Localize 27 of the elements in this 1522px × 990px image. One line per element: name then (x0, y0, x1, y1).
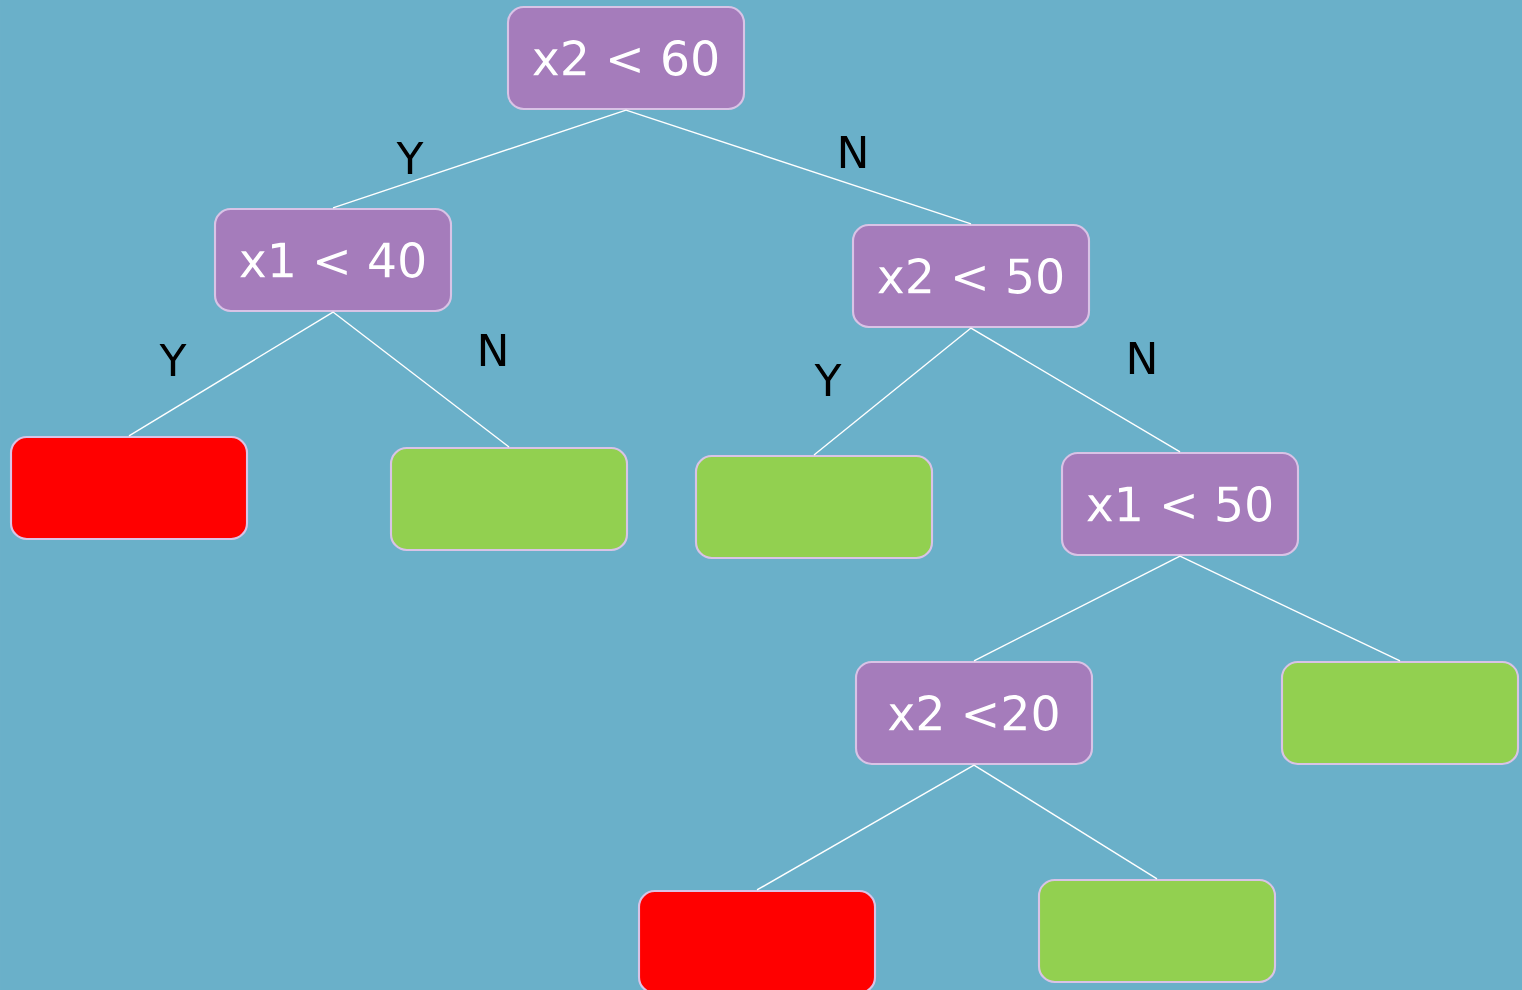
leaf-box (9, 435, 249, 541)
edge-label: N (1129, 342, 1155, 374)
edge-label: Y (159, 344, 187, 376)
connector-line (756, 764, 975, 891)
connector-line (970, 327, 1181, 453)
connector-line (1179, 555, 1401, 662)
connector-line (813, 327, 972, 456)
edge-label: N (840, 136, 866, 168)
decision-box: x2 < 60 (506, 5, 746, 111)
leaf-box (637, 889, 877, 990)
connector-line (973, 764, 1158, 880)
leaf-box (1037, 878, 1277, 984)
connector-line (128, 311, 334, 437)
decision-box: x2 <20 (854, 660, 1094, 766)
connector-line (625, 109, 972, 225)
leaf-box (1280, 660, 1520, 766)
edge-label: Y (396, 142, 424, 174)
decision-box: x2 < 50 (851, 223, 1091, 329)
connector-line (973, 555, 1181, 662)
connector-line (332, 109, 627, 209)
edge-label: N (480, 334, 506, 366)
connector-line (332, 311, 510, 448)
decision-box: x1 < 40 (213, 207, 453, 313)
leaf-box (694, 454, 934, 560)
edge-label: Y (814, 364, 842, 396)
leaf-box (389, 446, 629, 552)
decision-box: x1 < 50 (1060, 451, 1300, 557)
